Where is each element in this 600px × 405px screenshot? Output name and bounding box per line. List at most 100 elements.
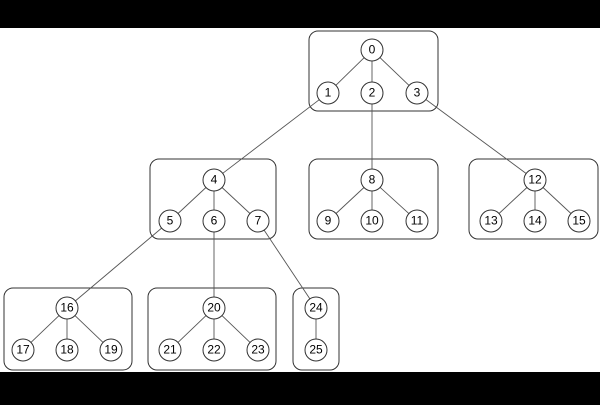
node-label-21: 21 (163, 343, 177, 357)
group-box-g24 (292, 287, 340, 371)
group-box-g8 (308, 158, 439, 240)
node-19: 19 (99, 338, 123, 362)
edge-0-3 (379, 57, 410, 86)
node-label-23: 23 (251, 343, 265, 357)
node-circle-17 (11, 338, 35, 362)
node-9: 9 (316, 209, 340, 233)
group-box-g0 (308, 30, 439, 112)
node-circle-0 (360, 38, 384, 62)
node-label-4: 4 (211, 173, 218, 187)
node-label-1: 1 (325, 86, 332, 100)
node-circle-4 (202, 168, 226, 192)
node-circle-12 (523, 168, 547, 192)
node-4: 4 (202, 168, 226, 192)
node-label-16: 16 (60, 301, 74, 315)
node-label-8: 8 (369, 173, 376, 187)
node-circle-7 (246, 209, 270, 233)
node-label-12: 12 (528, 173, 542, 187)
node-14: 14 (523, 209, 547, 233)
node-23: 23 (246, 338, 270, 362)
node-17: 17 (11, 338, 35, 362)
node-20: 20 (202, 296, 226, 320)
node-label-5: 5 (167, 214, 174, 228)
node-circle-13 (479, 209, 503, 233)
group-box-g16 (3, 287, 133, 371)
node-0: 0 (360, 38, 384, 62)
node-circle-10 (360, 209, 384, 233)
node-label-14: 14 (528, 214, 542, 228)
node-label-25: 25 (309, 343, 323, 357)
node-circle-1 (316, 81, 340, 105)
edge-7-24 (263, 229, 311, 300)
node-18: 18 (55, 338, 79, 362)
node-8: 8 (360, 168, 384, 192)
diagram-canvas (0, 28, 600, 372)
edge-4-7 (221, 187, 251, 214)
node-circle-24 (304, 296, 328, 320)
node-5: 5 (158, 209, 182, 233)
node-25: 25 (304, 338, 328, 362)
group-box-g12 (468, 158, 599, 240)
node-2: 2 (360, 81, 384, 105)
group-boxes (3, 30, 599, 371)
node-label-19: 19 (104, 343, 118, 357)
node-16: 16 (55, 296, 79, 320)
node-15: 15 (567, 209, 591, 233)
edge-12-13 (498, 187, 528, 214)
node-label-0: 0 (369, 43, 376, 57)
node-label-7: 7 (255, 214, 262, 228)
node-circle-6 (202, 209, 226, 233)
node-24: 24 (304, 296, 328, 320)
node-circle-15 (567, 209, 591, 233)
node-circle-5 (158, 209, 182, 233)
edge-0-1 (335, 57, 365, 86)
node-circle-9 (316, 209, 340, 233)
node-label-15: 15 (572, 214, 586, 228)
edge-3-12 (425, 99, 527, 174)
edge-4-5 (177, 187, 207, 214)
node-10: 10 (360, 209, 384, 233)
node-label-17: 17 (16, 343, 30, 357)
node-circle-11 (405, 209, 429, 233)
node-label-2: 2 (369, 86, 376, 100)
node-circle-16 (55, 296, 79, 320)
edge-5-16 (75, 227, 162, 302)
node-22: 22 (202, 338, 226, 362)
node-label-10: 10 (365, 214, 379, 228)
node-circle-25 (304, 338, 328, 362)
edge-20-21 (177, 315, 207, 343)
edge-8-9 (335, 187, 365, 214)
node-label-20: 20 (207, 301, 221, 315)
node-11: 11 (405, 209, 429, 233)
node-label-6: 6 (211, 214, 218, 228)
node-label-18: 18 (60, 343, 74, 357)
node-circle-19 (99, 338, 123, 362)
node-circle-3 (405, 81, 429, 105)
node-circle-8 (360, 168, 384, 192)
node-circle-2 (360, 81, 384, 105)
edge-16-19 (74, 315, 104, 343)
edges (30, 57, 572, 343)
node-circle-21 (158, 338, 182, 362)
edge-16-17 (30, 315, 60, 343)
node-7: 7 (246, 209, 270, 233)
node-circle-20 (202, 296, 226, 320)
node-6: 6 (202, 209, 226, 233)
node-12: 12 (523, 168, 547, 192)
group-box-g20 (147, 287, 277, 371)
edge-20-23 (221, 315, 251, 343)
node-label-9: 9 (325, 214, 332, 228)
edge-1-4 (222, 99, 320, 174)
node-13: 13 (479, 209, 503, 233)
node-label-13: 13 (484, 214, 498, 228)
group-box-g4 (149, 158, 277, 240)
node-circle-23 (246, 338, 270, 362)
node-3: 3 (405, 81, 429, 105)
edge-8-11 (379, 187, 410, 214)
node-label-24: 24 (309, 301, 323, 315)
node-label-22: 22 (207, 343, 221, 357)
edge-12-15 (542, 187, 572, 214)
